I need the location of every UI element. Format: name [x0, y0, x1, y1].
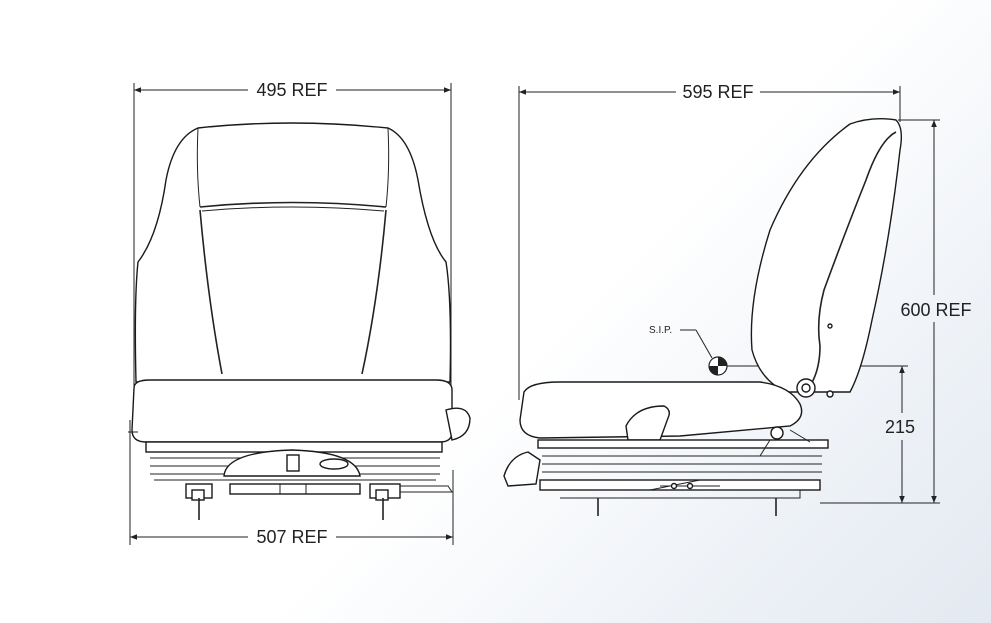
side-height-dimension: 600 REF [820, 119, 972, 504]
front-view: 495 REF [128, 80, 471, 547]
side-top-dimension-label: 595 REF [682, 82, 753, 102]
side-base [503, 426, 829, 516]
sip-marker: S.I.P. [649, 325, 728, 376]
side-height-dimension-label: 600 REF [900, 300, 971, 320]
sip-label: S.I.P. [649, 325, 672, 336]
side-cushion [519, 378, 816, 441]
front-bottom-dimension: 507 REF [129, 420, 454, 547]
front-cushion [128, 379, 471, 443]
sip-height-dimension-label: 215 [885, 417, 915, 437]
front-bottom-dimension-label: 507 REF [256, 527, 327, 547]
side-top-dimension: 595 REF [518, 82, 901, 400]
front-top-dimension-label: 495 REF [256, 80, 327, 100]
front-backrest [134, 122, 452, 383]
sip-height-dimension: 215 [718, 365, 915, 503]
side-backrest [750, 117, 903, 398]
front-base [145, 441, 453, 520]
side-view: 595 REF 600 REF 215 S.I.P. [503, 82, 972, 516]
